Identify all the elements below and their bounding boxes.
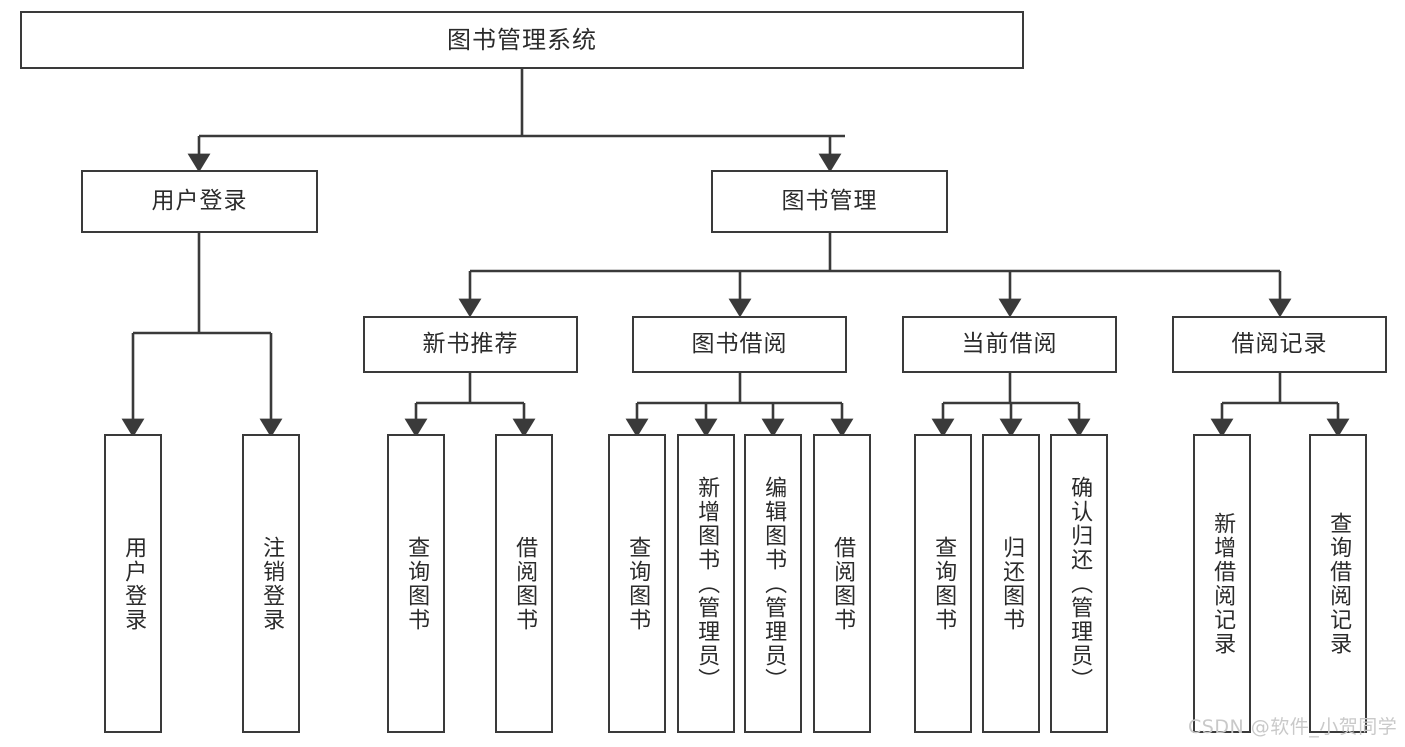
leaf-borrow-borrow-book[interactable]: 借阅图书 xyxy=(813,434,871,733)
leaf-records-query-record[interactable]: 查询借阅记录 xyxy=(1309,434,1367,733)
node-current-borrow[interactable]: 当前借阅 xyxy=(902,316,1117,373)
leaf-current-return-book[interactable]: 归还图书 xyxy=(982,434,1040,733)
node-borrow-records[interactable]: 借阅记录 xyxy=(1172,316,1387,373)
node-book-borrow[interactable]: 图书借阅 xyxy=(632,316,847,373)
leaf-user-login-logout[interactable]: 注销登录 xyxy=(242,434,300,733)
leaf-new-book-borrow[interactable]: 借阅图书 xyxy=(495,434,553,733)
csdn-watermark: CSDN @软件_小贺同学 xyxy=(1188,716,1398,738)
leaf-borrow-add-book-admin[interactable]: 新增图书（管理员） xyxy=(677,434,735,733)
leaf-borrow-edit-book-admin[interactable]: 编辑图书（管理员） xyxy=(744,434,802,733)
leaf-user-login-login[interactable]: 用户登录 xyxy=(104,434,162,733)
node-new-book-recommend[interactable]: 新书推荐 xyxy=(363,316,578,373)
leaf-new-book-query[interactable]: 查询图书 xyxy=(387,434,445,733)
leaf-borrow-query-book[interactable]: 查询图书 xyxy=(608,434,666,733)
leaf-records-add-record[interactable]: 新增借阅记录 xyxy=(1193,434,1251,733)
leaf-current-query-book[interactable]: 查询图书 xyxy=(914,434,972,733)
node-book-management[interactable]: 图书管理 xyxy=(711,170,948,233)
leaf-current-confirm-return-admin[interactable]: 确认归还（管理员） xyxy=(1050,434,1108,733)
node-user-login[interactable]: 用户登录 xyxy=(81,170,318,233)
node-root-system[interactable]: 图书管理系统 xyxy=(20,11,1024,69)
